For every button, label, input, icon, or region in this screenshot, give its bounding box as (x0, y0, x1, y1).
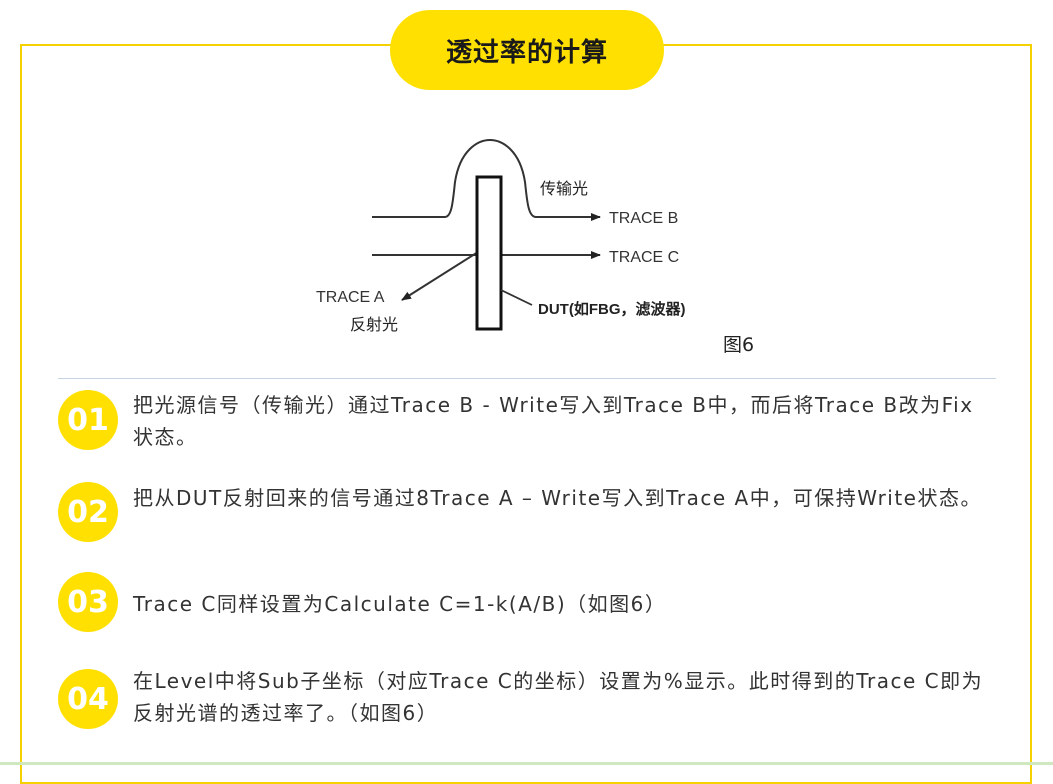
trace-c-label: TRACE C (609, 249, 679, 266)
trace-a-label: TRACE A (316, 289, 385, 306)
transmitted-label: 传输光 (540, 180, 588, 198)
step-number-badge: 02 (58, 482, 118, 542)
trace-a-arrow (401, 251, 479, 301)
step-number-badge: 01 (58, 390, 118, 450)
trace-b-line (372, 138, 601, 221)
step-text: 在Level中将Sub子坐标（对应Trace C的坐标）设置为%显示。此时得到的… (133, 669, 984, 725)
dut-label: DUT(如FBG，滤波器) (538, 300, 685, 318)
trace-b-label: TRACE B (609, 210, 678, 227)
figure-caption: 图6 (723, 334, 755, 356)
reflected-label: 反射光 (350, 316, 398, 334)
transmission-diagram: 传输光 TRACE B TRACE C TRACE A 反射光 DUT(如FBG… (316, 138, 685, 334)
section-title: 透过率的计算 (390, 10, 664, 90)
bottom-border (0, 762, 1053, 765)
dut-block (475, 175, 503, 331)
step-number-badge: 04 (58, 669, 118, 729)
step-text: 把从DUT反射回来的信号通过8Trace A – Write写入到Trace A… (133, 486, 982, 510)
step-text: Trace C同样设置为Calculate C=1-k(A/B)（如图6） (133, 592, 667, 616)
step-text: 把光源信号（传输光）通过Trace B - Write写入到Trace B中，而… (133, 393, 974, 449)
dut-pointer (500, 289, 533, 306)
divider (58, 378, 996, 379)
step-number-badge: 03 (58, 572, 118, 632)
